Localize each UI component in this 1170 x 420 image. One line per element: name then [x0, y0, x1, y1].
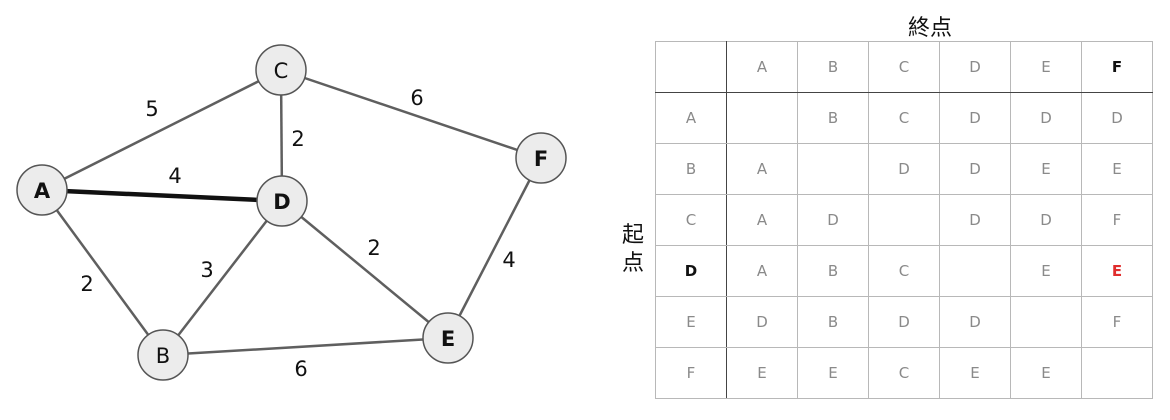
- edge-b-e: [162, 336, 449, 357]
- next-hop-cell: D: [1010, 92, 1082, 144]
- node-circle-a: [16, 164, 68, 216]
- node-circle-b: [137, 329, 189, 381]
- next-hop-cell: D: [939, 194, 1011, 246]
- corner-cell: [655, 41, 727, 93]
- column-header-a: A: [726, 41, 798, 93]
- next-hop-cell: C: [868, 347, 940, 399]
- edge-a-b: [40, 189, 165, 356]
- node-d: D: [256, 175, 308, 227]
- next-hop-cell: A: [726, 194, 798, 246]
- node-circle-d: [256, 175, 308, 227]
- next-hop-cell: D: [1010, 194, 1082, 246]
- node-circle-f: [515, 132, 567, 184]
- next-hop-cell: E: [1010, 245, 1082, 297]
- edge-weight-d-b: 3: [200, 258, 213, 282]
- column-header-c: C: [868, 41, 940, 93]
- next-hop-cell: E: [797, 347, 869, 399]
- node-label-c: C: [274, 59, 289, 83]
- column-header-d: D: [939, 41, 1011, 93]
- next-hop-cell: [1081, 347, 1153, 399]
- source-header-char-2: 点: [621, 251, 644, 276]
- edge-weight-c-f: 6: [410, 86, 423, 110]
- edge-weight-a-c: 5: [145, 97, 158, 121]
- node-label-d: D: [273, 190, 290, 214]
- next-hop-cell: B: [797, 245, 869, 297]
- node-circle-e: [422, 312, 474, 364]
- edge-weight-d-e: 2: [367, 236, 380, 260]
- edge-weight-a-b: 2: [80, 272, 93, 296]
- next-hop-cell: E: [1010, 143, 1082, 195]
- next-hop-cell: E: [1010, 347, 1082, 399]
- next-hop-cell: D: [939, 92, 1011, 144]
- next-hop-cell: [939, 245, 1011, 297]
- node-label-a: A: [34, 179, 51, 203]
- next-hop-cell: A: [726, 143, 798, 195]
- node-label-f: F: [534, 147, 548, 171]
- next-hop-cell: [797, 143, 869, 195]
- next-hop-cell: E: [939, 347, 1011, 399]
- row-header-a: A: [655, 92, 727, 144]
- node-circle-c: [255, 44, 307, 96]
- edge-weight-f-e: 4: [502, 248, 515, 272]
- next-hop-cell: D: [939, 143, 1011, 195]
- node-a: A: [16, 164, 68, 216]
- edge-d-e: [281, 200, 449, 339]
- next-hop-cell: [868, 194, 940, 246]
- node-label-e: E: [441, 327, 455, 351]
- edge-f-e: [446, 157, 543, 339]
- column-header-e: E: [1010, 41, 1082, 93]
- node-b: B: [137, 329, 189, 381]
- row-header-d: D: [655, 245, 727, 297]
- row-header-e: E: [655, 296, 727, 348]
- destination-header: 終点: [907, 16, 952, 41]
- next-hop-cell: E: [1081, 245, 1153, 297]
- edge-weight-b-e: 6: [294, 357, 307, 381]
- next-hop-cell: E: [726, 347, 798, 399]
- next-hop-cell: [1010, 296, 1082, 348]
- next-hop-cell: B: [797, 296, 869, 348]
- next-hop-cell: C: [868, 92, 940, 144]
- next-hop-cell: [726, 92, 798, 144]
- row-header-b: B: [655, 143, 727, 195]
- next-hop-cell: D: [868, 143, 940, 195]
- edge-weight-a-d: 4: [168, 164, 181, 188]
- next-hop-cell: D: [726, 296, 798, 348]
- node-label-b: B: [156, 344, 170, 368]
- row-header-f: F: [655, 347, 727, 399]
- edge-d-b: [162, 200, 283, 356]
- column-header-f: F: [1081, 41, 1153, 93]
- next-hop-cell: F: [1081, 296, 1153, 348]
- next-hop-cell: D: [939, 296, 1011, 348]
- column-header-b: B: [797, 41, 869, 93]
- next-hop-cell: C: [868, 245, 940, 297]
- next-hop-cell: D: [1081, 92, 1153, 144]
- next-hop-cell: D: [868, 296, 940, 348]
- next-hop-cell: F: [1081, 194, 1153, 246]
- node-e: E: [422, 312, 474, 364]
- network-graph: 5 4 2 2 6 3 2 4 6 A B C D E F: [16, 44, 567, 381]
- next-hop-cell: E: [1081, 143, 1153, 195]
- next-hop-cell: D: [797, 194, 869, 246]
- node-f: F: [515, 132, 567, 184]
- edge-a-c: [41, 68, 282, 192]
- source-header: 起 点: [613, 222, 653, 278]
- edge-a-d: [41, 187, 283, 204]
- source-header-char-1: 起: [621, 223, 644, 248]
- edge-c-f: [280, 68, 542, 160]
- node-c: C: [255, 44, 307, 96]
- next-hop-cell: A: [726, 245, 798, 297]
- edge-weight-c-d: 2: [291, 127, 304, 151]
- row-header-c: C: [655, 194, 727, 246]
- next-hop-cell: B: [797, 92, 869, 144]
